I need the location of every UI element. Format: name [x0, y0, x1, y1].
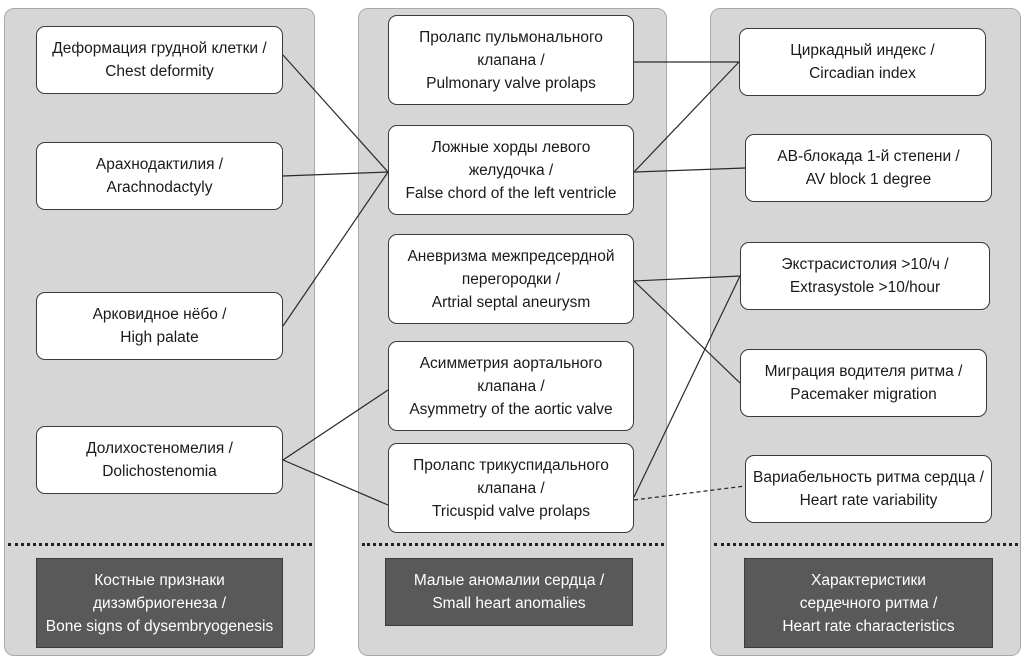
heart-anomalies-footer: Малые аномалии сердца / Small heart anom… — [385, 558, 633, 626]
circadian-index-box: Циркадный индекс / Circadian index — [739, 28, 986, 96]
false-chord-ru2: желудочка / — [468, 161, 554, 179]
dolichostenomia-ru: Долихостеномелия / — [86, 440, 233, 457]
heart-anomalies-panel — [358, 8, 667, 656]
atrial-septal-aneurysm-en: Artrial septal aneurysm — [431, 293, 591, 311]
link-high-palate-false-chord — [282, 171, 389, 327]
false-chord-box: Ложные хорды левого желудочка / False ch… — [388, 125, 634, 215]
tricuspid-valve-prolaps-box: Пролапс трикуспидального клапана / Tricu… — [388, 443, 634, 533]
av-block-ru: АВ-блокада 1-й степени / — [777, 148, 960, 165]
aortic-valve-asymmetry-en: Asymmetry of the aortic valve — [409, 400, 613, 418]
aortic-valve-asymmetry-ru1: Асимметрия аортального — [419, 354, 603, 372]
heart-rate-variability-box: Вариабельность ритма сердца / Heart rate… — [745, 455, 992, 523]
heart-rhythm-panel — [710, 8, 1021, 656]
extrasystole-ru: Экстрасистолия >10/ч / — [781, 256, 949, 273]
heart-panel-separator — [362, 543, 664, 546]
rhythm-footer-line1: Характеристики — [811, 571, 926, 589]
chest-deformity-box: Деформация грудной клетки / Chest deform… — [36, 26, 283, 94]
bone-footer-line1: Костные признаки — [94, 571, 225, 589]
heart-rate-variability-ru: Вариабельность ритма сердца / — [753, 469, 984, 486]
aortic-valve-asymmetry-ru2: клапана / — [477, 377, 545, 395]
extrasystole-box: Экстрасистолия >10/ч / Extrasystole >10/… — [740, 242, 990, 310]
pulmonary-valve-prolaps-ru2: клапана / — [477, 51, 545, 69]
aortic-valve-asymmetry-box: Асимметрия аортального клапана / Asymmet… — [388, 341, 634, 431]
pulmonary-valve-prolaps-en: Pulmonary valve prolaps — [426, 74, 596, 92]
chest-deformity-en: Chest deformity — [105, 63, 214, 80]
extrasystole-en: Extrasystole >10/hour — [789, 279, 941, 296]
false-chord-ru1: Ложные хорды левого — [431, 138, 591, 156]
heart-footer-line1: Малые аномалии сердца / — [413, 572, 605, 589]
dolichostenomia-en: Dolichostenomia — [102, 463, 217, 480]
heart-footer-line2: Small heart anomalies — [432, 595, 586, 612]
pulmonary-valve-prolaps-ru1: Пролапс пульмонального — [419, 28, 603, 46]
rhythm-panel-separator — [714, 543, 1018, 546]
high-palate-en: High palate — [120, 329, 199, 346]
pacemaker-migration-ru: Миграция водителя ритма / — [764, 363, 963, 380]
bone-panel-separator — [8, 543, 312, 546]
chest-deformity-ru: Деформация грудной клетки / — [52, 40, 267, 57]
rhythm-footer-line3: Heart rate characteristics — [782, 617, 955, 635]
circadian-index-ru: Циркадный индекс / — [790, 42, 935, 59]
circadian-index-en: Circadian index — [809, 65, 916, 82]
link-septal-pacemaker — [633, 280, 741, 384]
link-arachnodactyly-false-chord — [282, 171, 389, 177]
arachnodactyly-ru: Арахнодактилия / — [95, 156, 224, 173]
bone-signs-footer: Костные признаки дизэмбриогенеза / Bone … — [36, 558, 283, 648]
link-false-chord-circadian — [633, 61, 740, 173]
high-palate-ru: Арковидное нёбо / — [92, 306, 227, 323]
rhythm-footer-line2: сердечного ритма / — [799, 594, 938, 612]
heart-rate-variability-en: Heart rate variability — [799, 492, 938, 509]
link-false-chord-av-block — [633, 167, 746, 173]
arachnodactyly-en: Arachnodactyly — [106, 179, 213, 196]
high-palate-box: Арковидное нёбо / High palate — [36, 292, 283, 360]
link-tricuspid-extrasystole — [633, 275, 741, 498]
link-dolichostenomia-tricuspid — [282, 459, 389, 506]
heart-rhythm-footer: Характеристики сердечного ритма / Heart … — [744, 558, 993, 648]
arachnodactyly-box: Арахнодактилия / Arachnodactyly — [36, 142, 283, 210]
link-chest-deformity-false-chord — [282, 54, 389, 173]
bone-footer-line2: дизэмбриогенеза / — [92, 594, 227, 612]
atrial-septal-aneurysm-ru1: Аневризма межпредсердной — [407, 247, 615, 265]
pacemaker-migration-en: Pacemaker migration — [790, 386, 937, 403]
link-tricuspid-hrv-dashed — [633, 485, 746, 501]
pacemaker-migration-box: Миграция водителя ритма / Pacemaker migr… — [740, 349, 987, 417]
link-dolichostenomia-aortic-asymmetry — [282, 389, 389, 461]
link-septal-extrasystole — [633, 275, 741, 282]
av-block-en: AV block 1 degree — [805, 171, 932, 188]
atrial-septal-aneurysm-ru2: перегородки / — [461, 270, 561, 288]
tricuspid-valve-prolaps-ru1: Пролапс трикуспидального — [413, 456, 609, 474]
dolichostenomia-box: Долихостеномелия / Dolichostenomia — [36, 426, 283, 494]
tricuspid-valve-prolaps-en: Tricuspid valve prolaps — [432, 502, 590, 520]
false-chord-en: False chord of the left ventricle — [405, 184, 617, 202]
bone-footer-line3: Bone signs of dysembryogenesis — [45, 617, 274, 635]
tricuspid-valve-prolaps-ru2: клапана / — [477, 479, 545, 497]
av-block-box: АВ-блокада 1-й степени / AV block 1 degr… — [745, 134, 992, 202]
atrial-septal-aneurysm-box: Аневризма межпредсердной перегородки / A… — [388, 234, 634, 324]
pulmonary-valve-prolaps-box: Пролапс пульмонального клапана / Pulmona… — [388, 15, 634, 105]
